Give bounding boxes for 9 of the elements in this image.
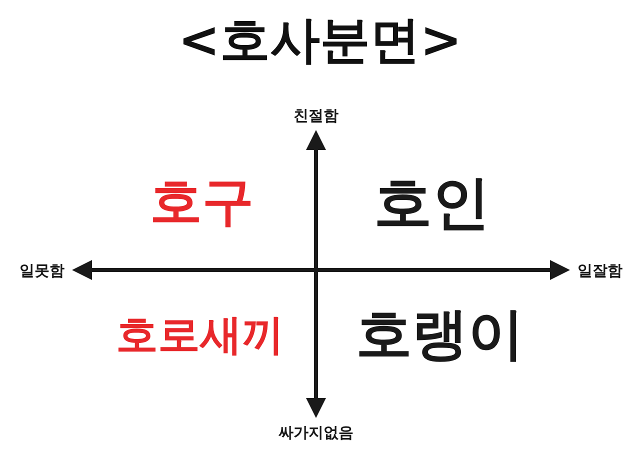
quadrant-label: 호인	[374, 170, 490, 236]
quadrant-label: 호랭이	[356, 302, 524, 368]
quadrant-label: 호구	[150, 173, 254, 233]
quadrant-label: 호로새끼	[116, 310, 284, 360]
axis-label: 친절함	[294, 107, 338, 125]
axis-label: 일못함	[20, 262, 64, 280]
axis-label: 싸가지없음	[278, 424, 354, 442]
title: <호사분면>	[178, 10, 462, 70]
axis-label: 일잘함	[578, 262, 622, 280]
